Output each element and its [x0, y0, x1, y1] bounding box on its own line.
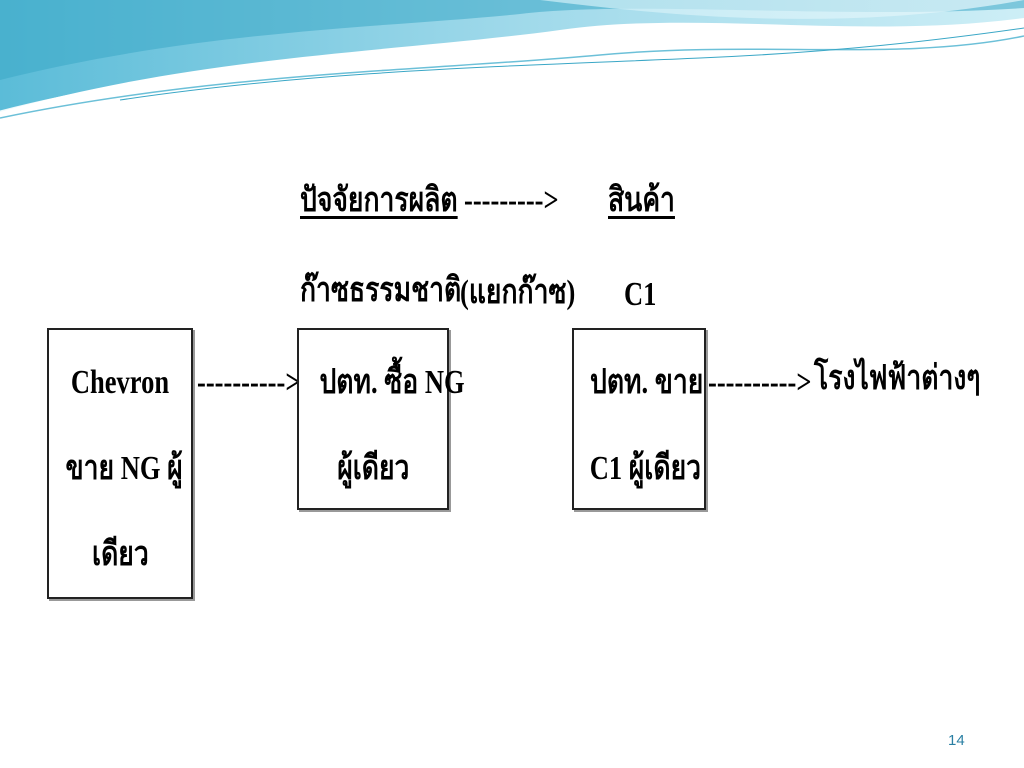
factors-of-production-label: ปัจจัยการผลิต — [300, 182, 458, 219]
ptt-sell-box-line-1: ปตท. ขาย — [589, 364, 704, 401]
page-number: 14 — [948, 732, 965, 749]
header-wave-decoration — [0, 0, 1024, 119]
ptt-to-power-plants-arrow: ----------> — [708, 364, 812, 401]
ptt-buy-box-line-1: ปตท. ซื้อ NG — [319, 364, 465, 401]
chevron-box-line-3: เดียว — [91, 536, 149, 573]
ptt-buy-box: ปตท. ซื้อ NG ผู้เดียว — [297, 328, 465, 510]
chevron-box: Chevron ขาย NG ผู้ เดียว — [47, 328, 193, 599]
chevron-to-ptt-arrow: ----------> — [197, 364, 301, 401]
ptt-buy-box-line-2: ผู้เดียว — [336, 450, 410, 487]
power-plants-label: โรงไฟฟ้าต่างๆ — [814, 360, 981, 397]
product-label: สินค้า — [608, 182, 675, 219]
natural-gas-label: ก๊าซธรรมชาติ — [300, 272, 462, 309]
c1-label: C1 — [624, 276, 657, 313]
chevron-box-line-2: ขาย NG ผู้ — [65, 450, 183, 487]
chevron-box-line-1: Chevron — [70, 364, 170, 401]
gas-separation-label: (แยกก๊าซ) — [460, 274, 576, 311]
ptt-sell-box: ปตท. ขาย C1 ผู้เดียว — [572, 328, 706, 510]
header-arrow: ---------> — [464, 182, 559, 219]
ptt-sell-box-line-2: C1 ผู้เดียว — [589, 450, 702, 487]
